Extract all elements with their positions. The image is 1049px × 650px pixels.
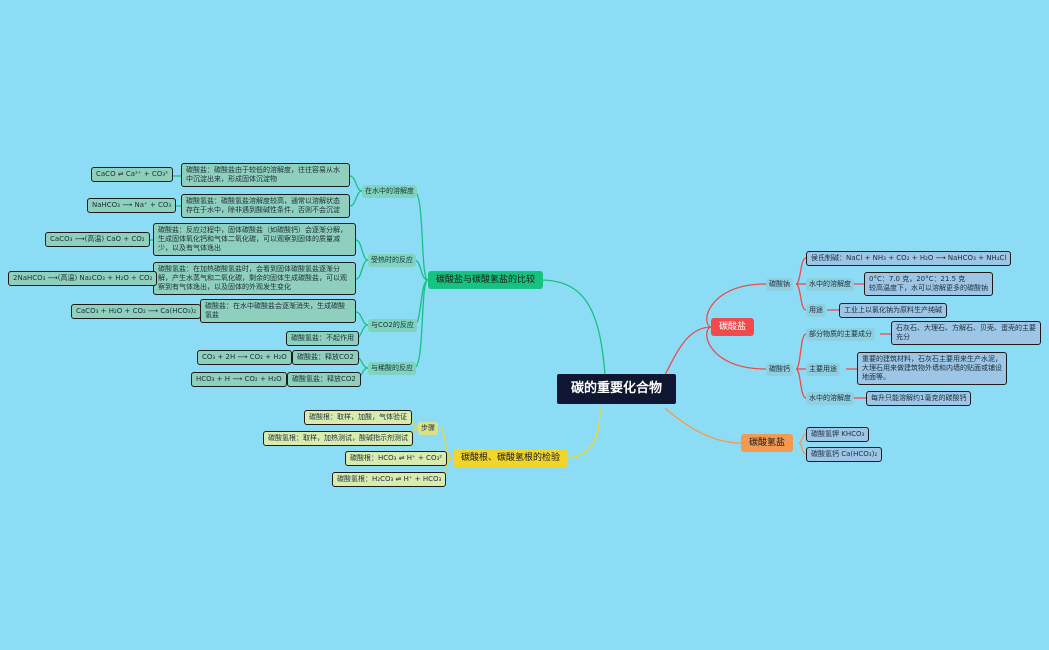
edge-soda-houde (795, 257, 807, 285)
node-co2-carbonate-eq[interactable]: CaCO₃ + H₂O + CO₂ ⟶ Ca(HCO₃)₂ (71, 304, 202, 319)
node-solubility-carbonate[interactable]: 碳酸盐：碳酸盐由于较低的溶解度，往往容易从水中沉淀出来，形成固体沉淀物 (181, 163, 350, 187)
node-calcium-sol-label[interactable]: 水中的溶解度 (806, 392, 854, 405)
node-solubility-bicarbonate-eq[interactable]: NaHCO₃ ⟶ Na⁺ + CO₃ (87, 198, 177, 213)
node-carbonate-ion[interactable]: 碳酸根：HCO₃ ⇌ H⁺ + CO₃² (345, 451, 448, 466)
edge-center-comparison (539, 279, 606, 376)
edge-heat-bicarbonate (355, 259, 369, 280)
edge-carbonates-calcium (706, 326, 767, 370)
node-co2-carbonate[interactable]: 碳酸盐：在水中碳酸盐会逐渐消失，生成碳酸氢盐 (200, 299, 356, 323)
node-soda[interactable]: 碳酸钠 (766, 278, 793, 291)
central-topic[interactable]: 碳的重要化合物 (557, 374, 677, 404)
branch-tests[interactable]: 碳酸根、碳酸氢根的检验 (453, 449, 569, 467)
node-steps[interactable]: 步骤 (418, 422, 438, 435)
edge-bicarb-calcium (798, 442, 807, 455)
edge-center-carbonates (664, 326, 713, 376)
edge-comparison-solubility (413, 190, 429, 281)
node-soda-sol-value[interactable]: 0°C：7.0 克，20°C：21.5 克 较高温度下，水可以溶解更多的碳酸钠 (864, 272, 993, 296)
node-acid[interactable]: 与稀酸的反应 (368, 362, 416, 375)
node-soda-use-value[interactable]: 工业上以氯化钠为原料生产纯碱 (839, 303, 947, 318)
branch-comparison[interactable]: 碳酸盐与碳酸氢盐的比较 (428, 271, 544, 289)
edge-tests-steps (439, 427, 453, 459)
node-co2[interactable]: 与CO2的反应 (368, 319, 417, 332)
edge-center-bicarbonates (664, 407, 742, 444)
node-calcium-sol-value[interactable]: 每升只能溶解约1毫克的碳酸钙 (866, 391, 972, 406)
node-calcium-use-value[interactable]: 重要的建筑材料，石灰石主要用来生产水泥，大理石用来做建筑物外墙和内墙的贴面或铺设… (857, 352, 1007, 385)
node-calcium[interactable]: 碳酸钙 (766, 363, 793, 376)
edge-co2-carbonate (355, 311, 369, 326)
branch-bicarbonates[interactable]: 碳酸氢盐 (741, 434, 794, 452)
node-step-carbonate[interactable]: 碳酸根：取样，加酸，气体验证 (304, 410, 412, 425)
node-heating[interactable]: 受热时的反应 (368, 254, 416, 267)
node-calcium-bicarbonate[interactable]: 碳酸氢钙 Ca(HCO₃)₂ (806, 447, 883, 462)
edge-calcium-mineral (795, 333, 807, 370)
edge-carbonates-soda (706, 283, 767, 328)
node-heating-bicarbonate-eq[interactable]: 2NaHCO₃ ⟶(高温) Na₂CO₃ + H₂O + CO₂ (8, 271, 158, 286)
node-potassium-bicarbonate[interactable]: 碳酸氢钾 KHCO₃ (806, 427, 870, 442)
edge-soda-use (795, 283, 807, 311)
node-acid-carbonate-eq[interactable]: CO₃ + 2H ⟶ CO₂ + H₂O (197, 350, 292, 365)
edge-calcium-sol (795, 368, 807, 399)
node-acid-bicarbonate[interactable]: 碳酸氢盐：释放CO2 (287, 372, 361, 387)
edge-center-tests (564, 407, 601, 459)
node-step-bicarbonate[interactable]: 碳酸氢根：取样，加热测试，酸碱指示剂测试 (263, 431, 413, 446)
node-bicarbonate-ion[interactable]: 碳酸氢根：H₂CO₃ ⇌ H⁺ + HCO₃ (332, 472, 447, 487)
node-heating-carbonate-eq[interactable]: CaCO₃ ⟶(高温) CaO + CO₂ (45, 232, 150, 247)
node-acid-bicarbonate-eq[interactable]: HCO₃ + H ⟶ CO₂ + H₂O (191, 372, 287, 387)
node-acid-carbonate[interactable]: 碳酸盐：释放CO2 (292, 350, 359, 365)
branch-carbonates[interactable]: 碳酸盐 (711, 318, 755, 336)
node-solubility-bicarbonate[interactable]: 碳酸氢盐：碳酸氢盐溶解度较高，通常以溶解状态存在于水中，除非遇到酸碱性条件，否则… (181, 194, 350, 218)
node-calcium-mineral-label[interactable]: 部分物质的主要成分 (806, 328, 875, 341)
node-solubility-carbonate-eq[interactable]: CaCO ⇌ Ca²⁺ + CO₃² (91, 167, 173, 182)
edge-comparison-acid (413, 279, 429, 369)
node-soda-houde[interactable]: 侯氏制碱：NaCl + NH₃ + CO₂ + H₂O ⟶ NaHCO₃ + N… (806, 251, 1012, 266)
node-solubility[interactable]: 在水中的溶解度 (362, 185, 417, 198)
node-heating-carbonate[interactable]: 碳酸盐：反应过程中，固体碳酸盐（如碳酸钙）会逐渐分解，生成固体氧化钙和气体二氧化… (153, 223, 356, 256)
node-co2-bicarbonate[interactable]: 碳酸氢盐：不起作用 (286, 331, 359, 346)
edge-bicarb-potassium (798, 433, 807, 444)
node-soda-sol-label[interactable]: 水中的溶解度 (806, 278, 854, 291)
edge-comparison-co2 (413, 279, 429, 326)
node-soda-use-label[interactable]: 用途 (806, 304, 826, 317)
node-calcium-mineral-value[interactable]: 石灰石、大理石、方解石、贝壳、蛋壳的主要充分 (891, 321, 1041, 345)
edge-heat-carbonate (355, 239, 369, 261)
edge-sol-bicarbonate (349, 190, 363, 207)
node-calcium-use-label[interactable]: 主要用途 (806, 363, 840, 376)
node-heating-bicarbonate[interactable]: 碳酸氢盐：在加热碳酸氢盐时，会看到固体碳酸氢盐逐渐分解，产生水蒸气和二氧化碳，剩… (153, 262, 356, 295)
edge-sol-carbonate (349, 175, 363, 192)
